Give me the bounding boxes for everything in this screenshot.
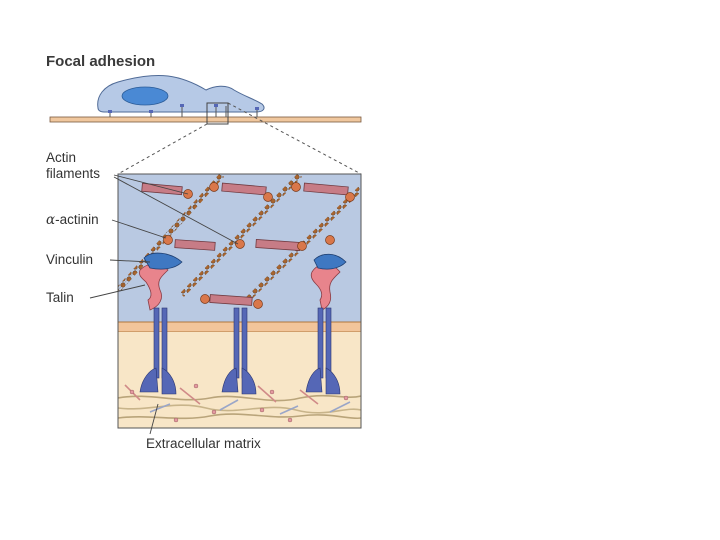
detail-panel (118, 174, 361, 428)
figure-title: Focal adhesion (46, 53, 155, 70)
alpha-symbol: α (46, 212, 55, 228)
cell-overview (50, 75, 361, 124)
label-talin: Talin (46, 290, 74, 305)
nucleus (122, 87, 168, 105)
label-actin-filaments: Actin filaments (46, 150, 100, 181)
actin-label-line1: Actin (46, 150, 76, 165)
zoom-guide-left (118, 124, 207, 174)
substrate-bar (50, 117, 361, 122)
alpha-actinin-text: -actinin (55, 212, 99, 227)
zoom-guide-right (228, 103, 361, 174)
label-vinculin: Vinculin (46, 252, 93, 267)
label-alpha-actinin: α-actinin (46, 212, 99, 228)
label-extracellular-matrix: Extracellular matrix (146, 436, 261, 451)
actin-label-line2: filaments (46, 166, 100, 181)
